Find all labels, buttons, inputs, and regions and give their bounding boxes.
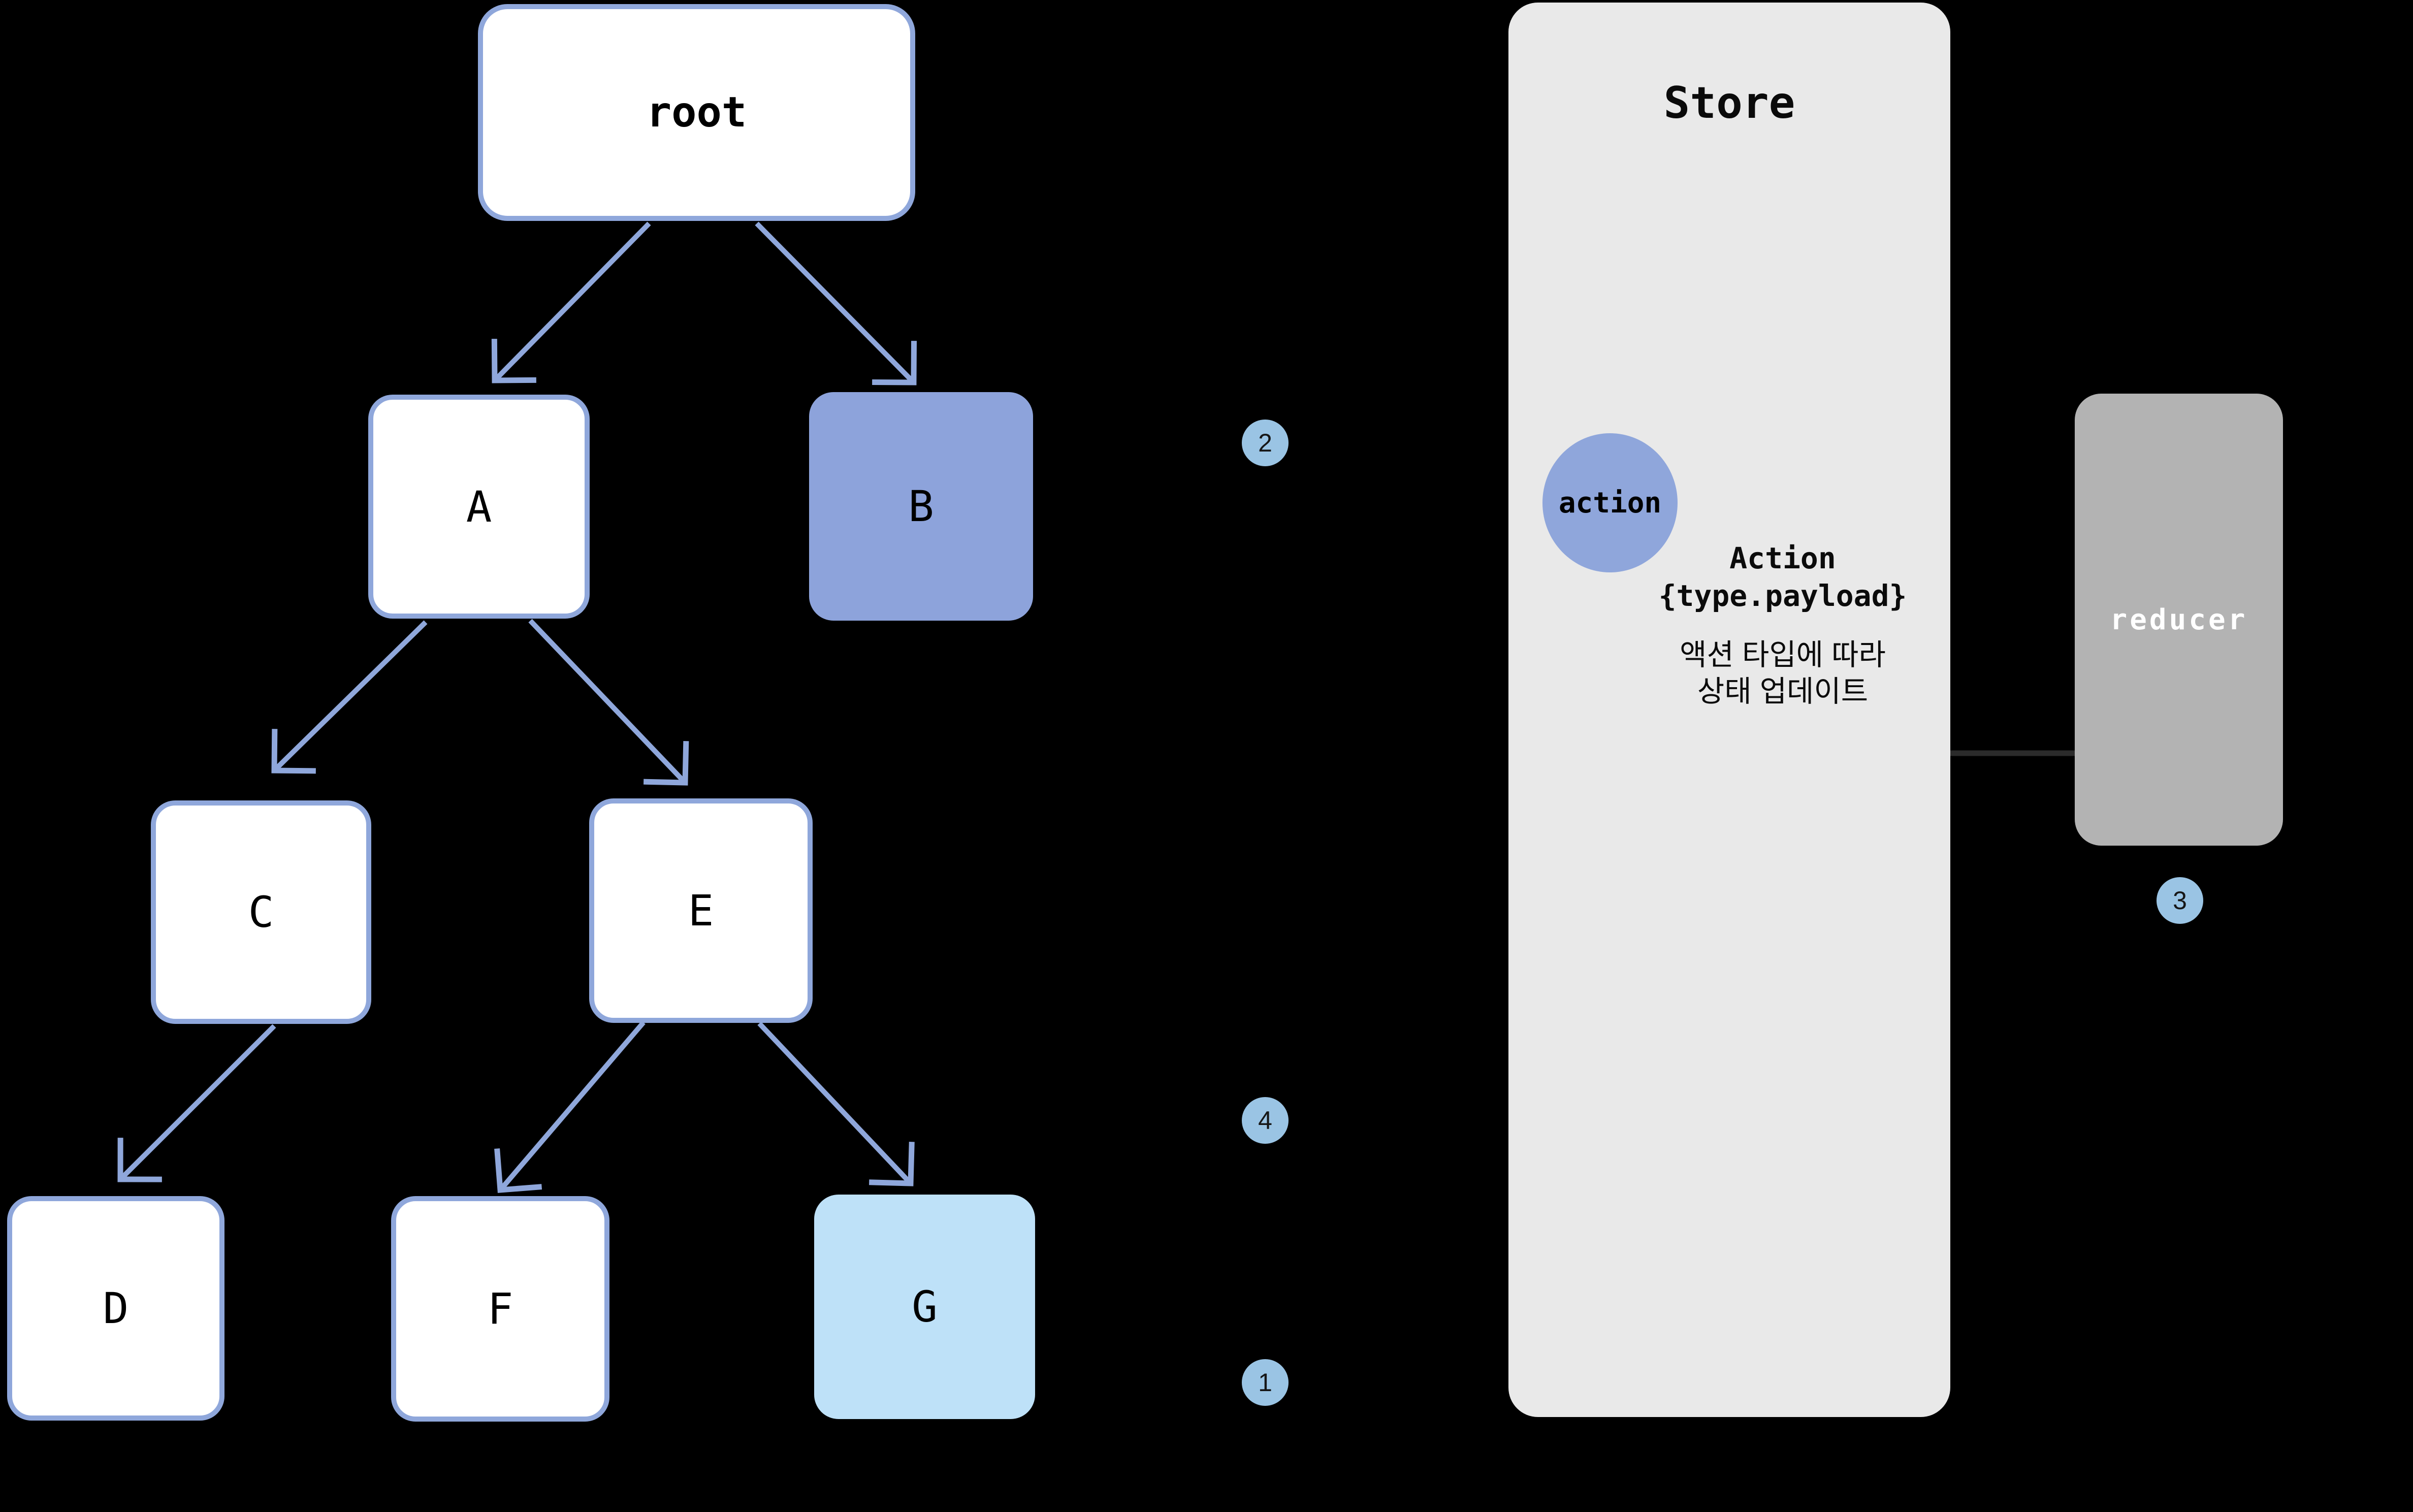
tree-node-d: D [7, 1196, 224, 1421]
arrow-c-to-d [117, 1024, 276, 1182]
action-label: action [1558, 486, 1662, 520]
tree-node-e: E [589, 798, 813, 1023]
tree-node-a-label: A [466, 481, 492, 532]
tree-node-a: A [368, 395, 590, 619]
store-panel: Store [1508, 3, 1950, 1417]
arrow-root-to-a [491, 221, 651, 383]
step-badge-3: 3 [2157, 877, 2203, 924]
store-title: Store [1663, 78, 1795, 128]
action-note-gap [1600, 615, 1966, 637]
step-badge-2: 2 [1242, 420, 1289, 466]
tree-node-b-label: B [908, 481, 934, 531]
tree-node-d-label: D [103, 1283, 129, 1333]
tree-node-c-label: C [248, 887, 274, 937]
action-ellipse: action [1542, 433, 1678, 572]
tree-node-root: root [478, 4, 915, 221]
step-badge-1: 1 [1242, 1359, 1289, 1406]
arrow-a-to-c [271, 620, 428, 774]
tree-node-f: F [391, 1196, 609, 1422]
step-badge-2-label: 2 [1258, 429, 1272, 457]
tree-node-f-label: F [487, 1284, 513, 1334]
step-badge-4: 4 [1242, 1097, 1289, 1144]
tree-node-g-label: G [912, 1282, 938, 1332]
action-note-korean2: 상태 업데이트 [1697, 675, 1869, 708]
arrow-root-to-b [755, 221, 917, 385]
arrow-e-to-g [757, 1021, 915, 1186]
step-badge-4-label: 4 [1258, 1106, 1272, 1135]
action-note-line1: Action [1729, 541, 1836, 575]
arrow-e-to-f [494, 1020, 646, 1193]
arrow-a-to-e [528, 619, 689, 786]
action-to-reducer-arrowhead [2061, 493, 2081, 512]
action-note: Action {type.payload} 액션 타입에 따라 상태 업데이트 [1600, 539, 1966, 710]
tree-node-g: G [814, 1195, 1035, 1419]
tree-node-root-label: root [646, 88, 747, 137]
tree-node-b: B [809, 392, 1033, 621]
reducer-label: reducer [2110, 603, 2248, 636]
tree-node-e-label: E [688, 886, 714, 936]
action-note-line2: {type.payload} [1658, 578, 1907, 613]
action-note-korean1: 액션 타입에 따라 [1680, 638, 1886, 671]
tree-node-c: C [151, 800, 371, 1024]
reducer-box: reducer [2075, 394, 2283, 846]
step-badge-1-label: 1 [1258, 1368, 1272, 1397]
step-badge-3-label: 3 [2173, 886, 2187, 915]
